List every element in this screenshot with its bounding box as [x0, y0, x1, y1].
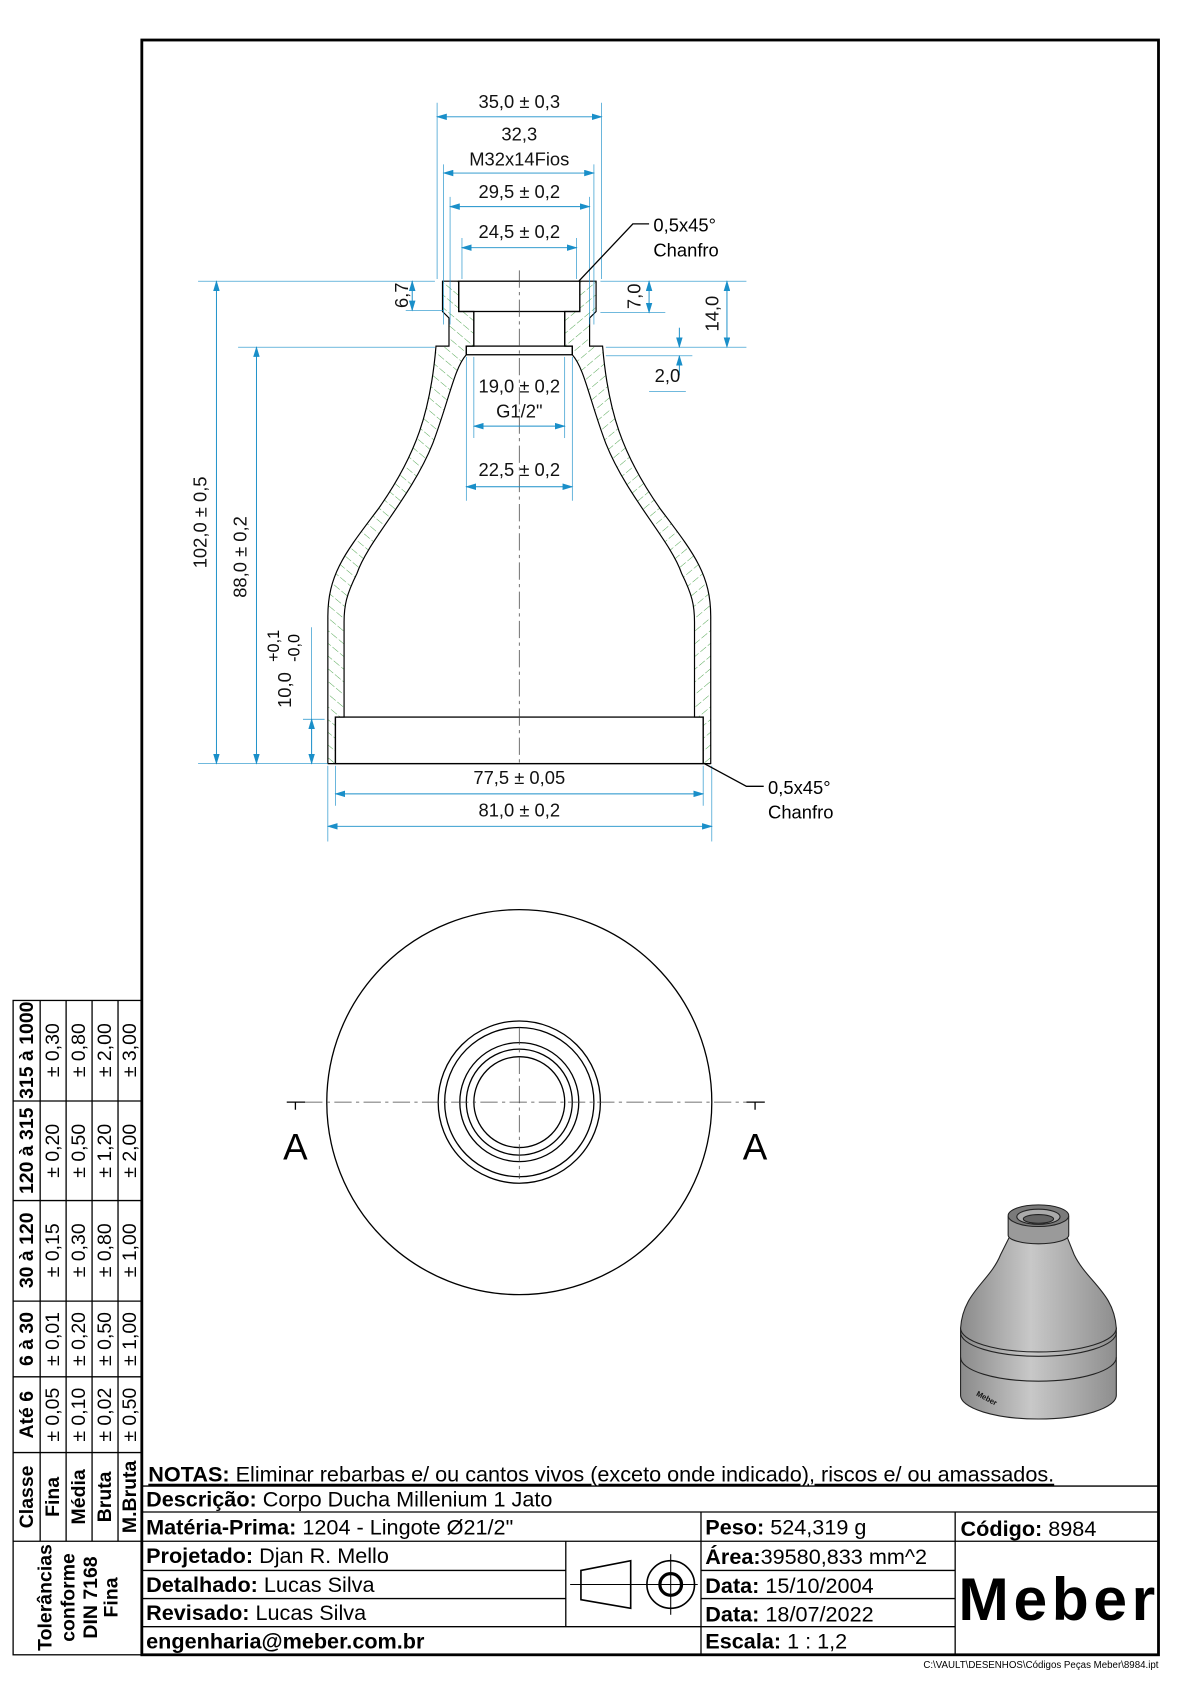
- tolerance-value: ± 0,05: [42, 1388, 64, 1442]
- tolerance-value: ± 2,00: [119, 1124, 141, 1178]
- descricao: Descrição: Corpo Ducha Millenium 1 Jato: [146, 1487, 552, 1512]
- peso: Peso: 524,319 g: [705, 1515, 866, 1540]
- tolerance-table: 315 à 1000 120 à 315 30 à 120 6 à 30 Até 6 Cl…: [12, 999, 143, 1656]
- dim-35: 35,0 ± 0,3: [478, 91, 560, 112]
- materia-prima: Matéria-Prima: 1204 - Lingote Ø21/2": [146, 1515, 513, 1540]
- tolerance-value: ± 0,50: [68, 1124, 90, 1178]
- tolerance-value: ± 0,80: [68, 1023, 90, 1077]
- tolerance-note: Tolerâncias: [35, 1544, 57, 1651]
- tolerance-note: Fina: [101, 1577, 123, 1617]
- notes: NOTAS: Eliminar rebarbas e/ ou cantos vi…: [148, 1462, 1054, 1487]
- class-name: M.Bruta: [119, 1461, 141, 1534]
- class-name: Bruta: [94, 1471, 116, 1522]
- meber-logo: Meber: [958, 1565, 1155, 1633]
- dim-thread: M32x14Fios: [469, 148, 569, 169]
- section-view: 35,0 ± 0,3 32,3 M32x14Fios 29,5 ± 0,2 24…: [190, 91, 833, 842]
- section-label-left: A: [283, 1126, 308, 1167]
- range-header: Até 6: [16, 1391, 38, 1439]
- sheet-frame: [140, 38, 1160, 1657]
- file-path: C:\VAULT\DESENHOS\Códigos Peças Meber\89…: [923, 1660, 1158, 1671]
- class-name: Fina: [42, 1477, 64, 1517]
- tolerance-note: conforme: [57, 1553, 79, 1642]
- dim-81: 81,0 ± 0,2: [478, 800, 560, 821]
- dim-2-0: 2,0: [655, 365, 681, 386]
- codigo: Código: 8984: [961, 1516, 1097, 1541]
- chamfer-bottom-size: 0,5x45°: [768, 777, 831, 798]
- range-header: 315 à 1000: [16, 1001, 38, 1099]
- dim-10: 10,0: [274, 672, 295, 708]
- right-wall-section: [564, 280, 712, 765]
- section-marker-left: [286, 1101, 306, 1110]
- projetado: Projetado: Djan R. Mello: [146, 1543, 389, 1568]
- data-revisao: Data: 18/07/2022: [705, 1601, 873, 1626]
- dim-88: 88,0 ± 0,2: [230, 516, 251, 598]
- tolerance-value: ± 0,20: [42, 1124, 64, 1178]
- tolerance-value: ± 0,02: [94, 1388, 116, 1442]
- tolerance-value: ± 0,30: [68, 1223, 90, 1277]
- dim-32: 32,3: [501, 124, 537, 145]
- tolerance-value: ± 0,50: [119, 1388, 141, 1442]
- range-header: 6 à 30: [16, 1312, 38, 1366]
- dim-102: 102,0 ± 0,5: [190, 476, 211, 568]
- dim-g12: G1/2": [496, 400, 542, 421]
- isometric-render: Meber: [960, 1204, 1117, 1420]
- dim-6-7: 6,7: [391, 282, 412, 308]
- title-block: NOTAS: Eliminar rebarbas e/ ou cantos vi…: [141, 1462, 1159, 1655]
- class-name: Média: [68, 1469, 90, 1524]
- tolerance-value: ± 0,20: [68, 1312, 90, 1366]
- class-header: Classe: [16, 1465, 38, 1528]
- dim-29: 29,5 ± 0,2: [478, 181, 560, 202]
- tolerance-value: ± 2,00: [94, 1023, 116, 1077]
- left-wall-section: [327, 280, 475, 765]
- dim-10-plus: +0,1: [265, 630, 283, 662]
- email: engenharia@meber.com.br: [146, 1628, 425, 1653]
- dim-19: 19,0 ± 0,2: [478, 376, 560, 397]
- tolerance-value: ± 0,15: [42, 1223, 64, 1277]
- dim-14-0: 14,0: [701, 296, 722, 332]
- tolerance-value: ± 1,00: [119, 1223, 141, 1277]
- dim-7-0: 7,0: [623, 284, 644, 310]
- top-view: A A: [283, 908, 768, 1296]
- tolerance-note: DIN 7168: [80, 1556, 102, 1638]
- tolerance-value: ± 0,80: [94, 1223, 116, 1277]
- section-label-right: A: [743, 1126, 768, 1167]
- dim-22: 22,5 ± 0,2: [478, 459, 560, 480]
- tolerance-value: ± 0,30: [42, 1023, 64, 1077]
- detalhado: Detalhado: Lucas Silva: [146, 1572, 375, 1597]
- chamfer-top-size: 0,5x45°: [653, 214, 716, 235]
- tolerance-value: ± 0,10: [68, 1388, 90, 1442]
- chamfer-bottom-label: Chanfro: [768, 802, 833, 823]
- tolerance-value: ± 1,00: [119, 1312, 141, 1366]
- range-header: 120 à 315: [16, 1107, 38, 1194]
- area: Área:39580,833 mm^2: [705, 1544, 927, 1569]
- data-criacao: Data: 15/10/2004: [705, 1573, 873, 1598]
- range-header: 30 à 120: [16, 1212, 38, 1288]
- escala: Escala: 1 : 1,2: [705, 1628, 847, 1653]
- section-marker-right: [746, 1101, 765, 1110]
- revisado: Revisado: Lucas Silva: [146, 1600, 367, 1625]
- projection-symbol-icon: [570, 1554, 698, 1615]
- tolerance-value: ± 3,00: [119, 1023, 141, 1077]
- dim-77-5: 77,5 ± 0,05: [473, 767, 565, 788]
- chamfer-top-label: Chanfro: [653, 239, 718, 260]
- dim-24: 24,5 ± 0,2: [478, 221, 560, 242]
- tolerance-value: ± 0,01: [42, 1312, 64, 1366]
- tolerance-value: ± 1,20: [94, 1124, 116, 1178]
- tolerance-value: ± 0,50: [94, 1312, 116, 1366]
- dim-10-minus: -0,0: [286, 634, 304, 662]
